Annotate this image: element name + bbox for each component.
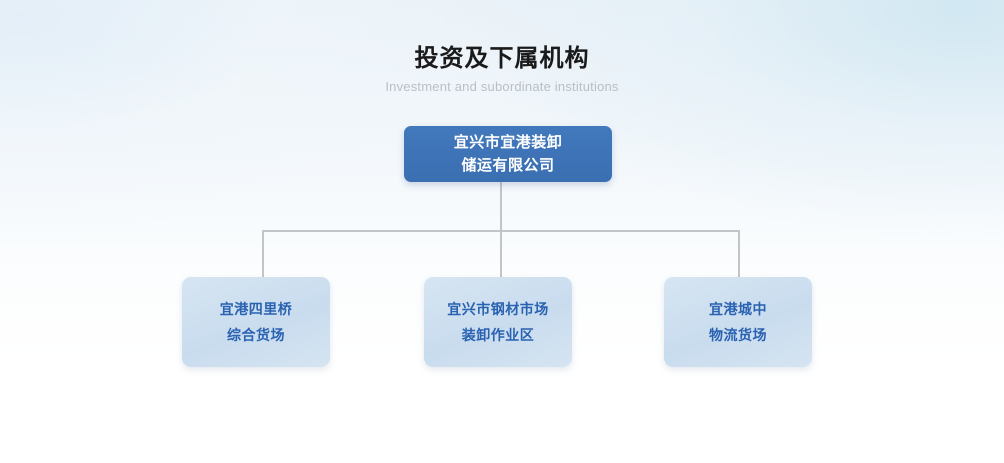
page-heading: 投资及下属机构 Investment and subordinate insti… (0, 44, 1004, 95)
connector-root-vertical (500, 181, 502, 232)
org-node-child-3-label: 宜港城中 物流货场 (709, 301, 767, 343)
org-node-child-1-label: 宜港四里桥 综合货场 (219, 301, 293, 343)
connector-branch-middle (500, 230, 502, 278)
page-subtitle: Investment and subordinate institutions (385, 79, 619, 94)
connector-branch-right (738, 230, 740, 278)
org-node-child-3[interactable]: 宜港城中 物流货场 (664, 277, 812, 367)
org-node-root[interactable]: 宜兴市宜港装卸 储运有限公司 (404, 126, 612, 182)
org-node-child-1[interactable]: 宜港四里桥 综合货场 (182, 277, 330, 367)
connector-horizontal-bus (262, 230, 740, 232)
connector-branch-left (262, 230, 264, 278)
org-node-child-2-label: 宜兴市钢材市场 装卸作业区 (447, 301, 549, 343)
page-title: 投资及下属机构 (414, 45, 590, 72)
org-node-root-label: 宜兴市宜港装卸 储运有限公司 (453, 134, 563, 174)
org-node-child-2[interactable]: 宜兴市钢材市场 装卸作业区 (424, 277, 572, 367)
